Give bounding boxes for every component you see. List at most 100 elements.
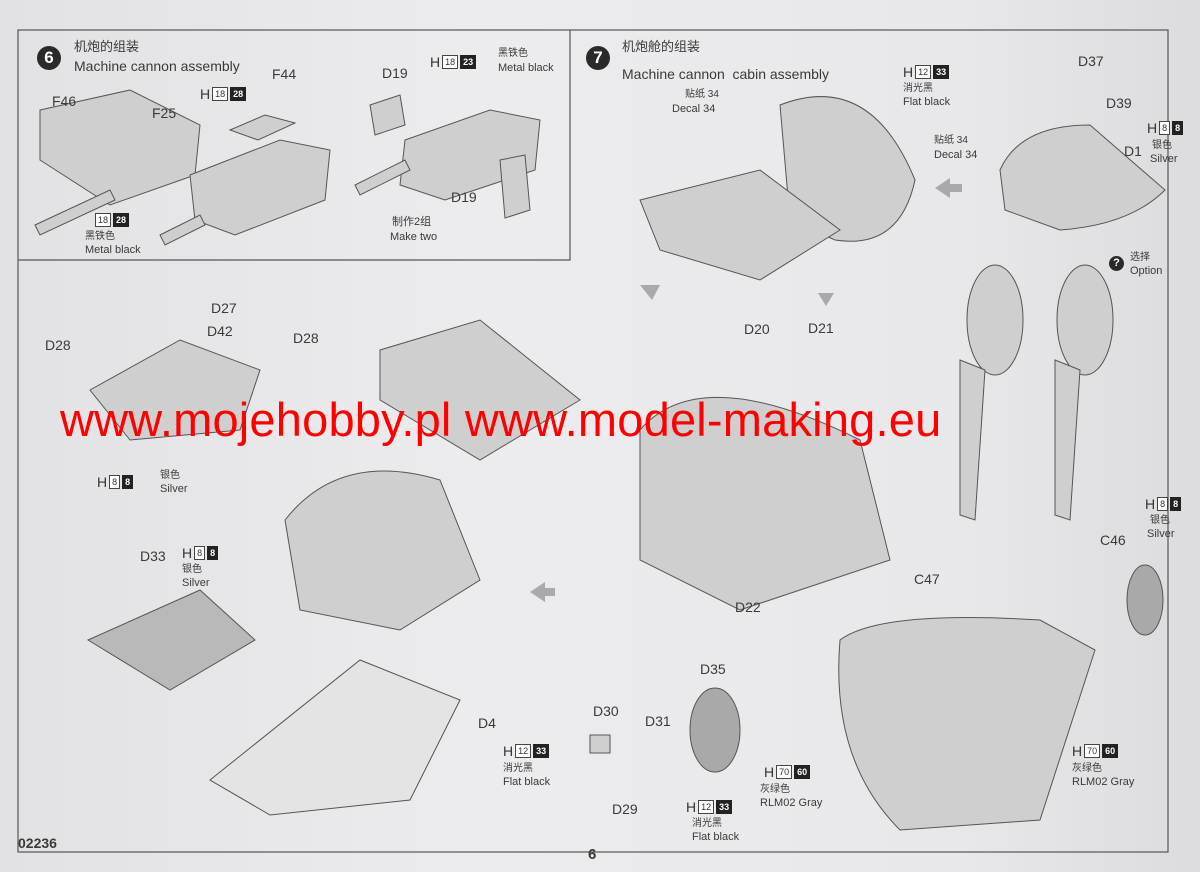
paint-name-cn: 黑铁色 [85,231,115,242]
part-label: D35 [700,661,726,677]
paint-b: 33 [533,744,550,758]
part-label: D39 [1106,95,1132,111]
paint-prefix: H [182,545,193,561]
step-7-title: Machine cannon cabin assembly [622,66,830,82]
paint-a: 12 [698,800,715,814]
part-label: D33 [140,548,166,564]
paint-b: 28 [230,87,247,101]
part-label: D29 [612,801,638,817]
part-label: F46 [52,93,77,109]
d35-disc [689,687,741,773]
decal-label: Decal 34 [672,103,716,115]
part-label: C46 [1100,532,1126,548]
landing-strut [1054,359,1081,521]
fuselage-disc [1126,564,1164,636]
paint-a: 8 [1157,497,1169,511]
paint-name: Silver [1150,153,1178,165]
paint-b: 8 [207,546,219,560]
step-6-title-cn: 机炮的组装 [74,39,140,54]
paint-b: 33 [933,65,950,79]
paint-name-cn: 灰绿色 [760,784,790,795]
decal-cn: 贴纸 34 [934,135,968,146]
cabin-bulkhead [779,96,916,242]
paint-prefix: H [903,64,914,80]
cannon-barrel [354,159,411,196]
paint-a: 12 [515,744,532,758]
arrow-down-icon [818,293,834,306]
cannon-assembly [379,319,581,461]
arrow-left-icon [530,582,555,602]
paint-b: 8 [1172,121,1184,135]
fuselage-section [838,617,1096,831]
paint-prefix: H [1147,120,1158,136]
step6-frame [18,30,571,261]
cannon-part [189,139,331,236]
part-label: D19 [451,189,477,205]
step-7-badge: 7 [586,46,610,70]
part-label: D37 [1078,53,1104,69]
paint-name-cn: 消光黑 [692,818,722,829]
paint-prefix: H [503,743,514,759]
step-6-badge: 6 [37,46,61,70]
paint-name-cn: 灰绿色 [1072,763,1102,774]
step-7-title-cn: 机炮舱的组装 [622,39,701,54]
paint-a: 18 [95,213,112,227]
part-label: D19 [382,65,408,81]
d19-part [499,154,531,219]
note-cn: 制作2组 [392,216,432,228]
paint-name: Silver [1147,528,1175,540]
paint-name-cn: 银色 [1150,515,1170,526]
cannon-barrel [159,214,206,246]
paint-name-cn: 银色 [1152,140,1172,151]
d42-cover [89,339,261,441]
part-label: D21 [808,320,834,336]
paint-a: 18 [212,87,229,101]
paint-a: 8 [194,546,206,560]
option-label: Option [1130,265,1163,277]
page-number: 6 [588,846,597,863]
cabin-floor [999,124,1166,231]
decal-cn: 贴纸 34 [685,89,719,100]
paint-prefix: H [97,474,108,490]
paint-b: 8 [122,475,134,489]
paint-prefix: H [1072,743,1083,759]
paint-a: 8 [109,475,121,489]
paint-name: Silver [182,577,210,589]
d4-floor [209,659,461,816]
option-icon: ? [1109,256,1124,271]
paint-prefix: H [200,86,211,102]
cabin-assembly [639,396,891,611]
page-frame [17,29,1169,853]
option-cn: 选择 [1130,252,1150,263]
paint-name-cn: 银色 [160,470,180,481]
paint-b: 33 [716,800,733,814]
paint-name: Flat black [503,776,551,788]
wheel [1056,264,1114,376]
paint-name-cn: 银色 [182,564,202,575]
part-label: D1 [1124,143,1142,159]
paint-a: 18 [442,55,459,69]
paint-name: Flat black [692,831,740,843]
cabin-assembly [284,470,481,631]
paint-a: 8 [1159,121,1171,135]
part-label: D27 [211,300,237,316]
paint-b: 60 [794,765,811,779]
paint-b: 23 [460,55,477,69]
arrow-left-icon [935,178,962,198]
paint-a: 70 [776,765,793,779]
paint-name: RLM02 Gray [760,797,823,809]
part-label: D4 [478,715,496,731]
part-label: F44 [272,66,297,82]
note: Make two [390,231,438,243]
paint-b: 8 [1170,497,1182,511]
